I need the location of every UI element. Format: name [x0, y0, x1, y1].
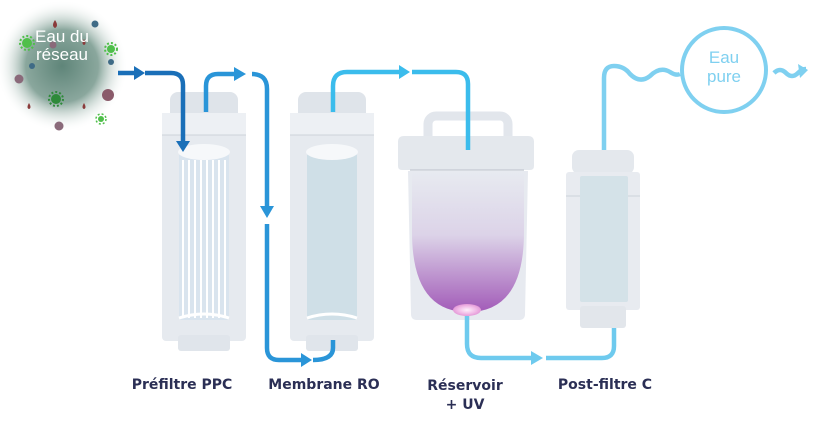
- water-pipes: [118, 63, 807, 363]
- stage-label-reservoir-line1: Réservoir: [427, 378, 503, 394]
- stage-label-postfilter: Post-filtre C: [557, 377, 653, 393]
- post-filter-c-housing: [566, 150, 640, 328]
- arrow-right-icon: [301, 353, 312, 367]
- prefilter-ppc-housing: [162, 92, 246, 351]
- tap-water-source: [0, 0, 128, 132]
- output-label: Eau pure: [682, 48, 766, 86]
- stage-label-prefilter: Préfiltre PPC: [131, 377, 233, 393]
- contaminant-particles: [14, 20, 118, 131]
- arrow-right-icon: [134, 66, 145, 80]
- pleated-cartridge: [178, 144, 230, 320]
- arrow-right-icon: [399, 65, 410, 79]
- arrow-down-icon: [176, 141, 190, 152]
- arrow-down-icon: [260, 206, 274, 218]
- arrow-right-icon: [798, 64, 808, 78]
- source-label: Eau du réseau: [0, 0, 124, 132]
- output-label-line1: Eau: [708, 48, 740, 67]
- uv-lamp-icon: [453, 304, 481, 316]
- pure-water-output: [680, 26, 768, 114]
- source-label-line1: Eau du: [35, 27, 89, 46]
- stage-label-reservoir-line2: + UV: [445, 397, 485, 413]
- membrane-cartridge: [306, 144, 358, 320]
- arrow-right-icon: [234, 67, 246, 81]
- source-label-line2: réseau: [36, 45, 88, 64]
- stage-label-membrane: Membrane RO: [268, 377, 380, 393]
- stage-label-reservoir: Réservoir + UV: [420, 377, 510, 415]
- reservoir-uv: [398, 111, 534, 320]
- arrow-right-icon: [531, 351, 543, 365]
- output-label-line2: pure: [706, 67, 742, 86]
- flow-arrows: [134, 64, 808, 367]
- uv-glow: [412, 172, 524, 312]
- carbon-cartridge: [580, 176, 628, 302]
- ro-membrane-housing: [290, 92, 374, 351]
